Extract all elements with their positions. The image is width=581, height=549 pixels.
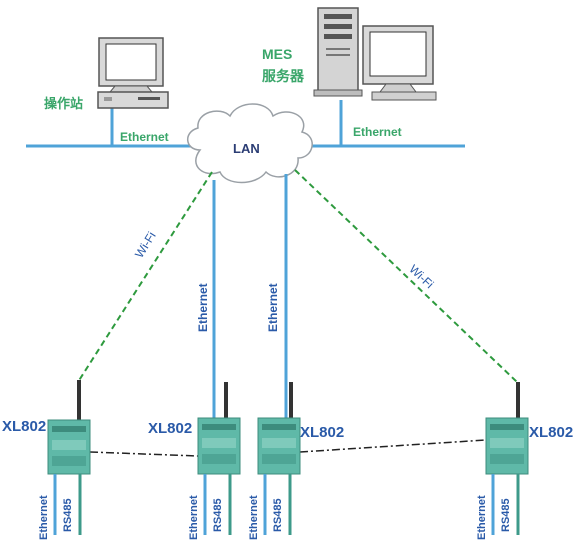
mes-server-icon — [313, 7, 437, 101]
ethernet-label-right: Ethernet — [353, 125, 402, 139]
device-name-2: XL802 — [148, 420, 193, 437]
lan-label: LAN — [233, 141, 260, 156]
ethernet-vertical-label-2: Ethernet — [266, 283, 280, 332]
lan-cloud — [187, 103, 313, 184]
device-name-3: XL802 — [300, 424, 345, 441]
xl802-device-3 — [257, 382, 301, 535]
device4-rs485-label: RS485 — [500, 498, 512, 532]
device1-rs485-label: RS485 — [62, 498, 74, 532]
wifi-link-left — [77, 171, 213, 383]
device-link-1 — [89, 451, 199, 457]
xl802-device-2 — [197, 382, 241, 535]
mes-label-line2: 服务器 — [262, 68, 304, 84]
device2-ethernet-label: Ethernet — [188, 495, 200, 540]
device-name-4: XL802 — [529, 424, 574, 441]
device3-rs485-label: RS485 — [272, 498, 284, 532]
ethernet-label-left: Ethernet — [120, 130, 169, 144]
workstation-label: 操作站 — [44, 96, 84, 111]
ethernet-vertical-label-1: Ethernet — [196, 283, 210, 332]
device3-ethernet-label: Ethernet — [248, 495, 260, 540]
device2-rs485-label: RS485 — [212, 498, 224, 532]
wifi-link-right — [294, 169, 518, 383]
device1-ethernet-label: Ethernet — [38, 495, 50, 540]
xl802-device-4 — [485, 382, 529, 535]
device4-ethernet-label: Ethernet — [476, 495, 488, 540]
mes-label-line1: MES — [262, 46, 293, 62]
device-link-2 — [299, 439, 487, 453]
device-name-1: XL802 — [2, 418, 47, 435]
xl802-device-1 — [47, 380, 91, 535]
workstation-computer-icon — [97, 37, 169, 109]
